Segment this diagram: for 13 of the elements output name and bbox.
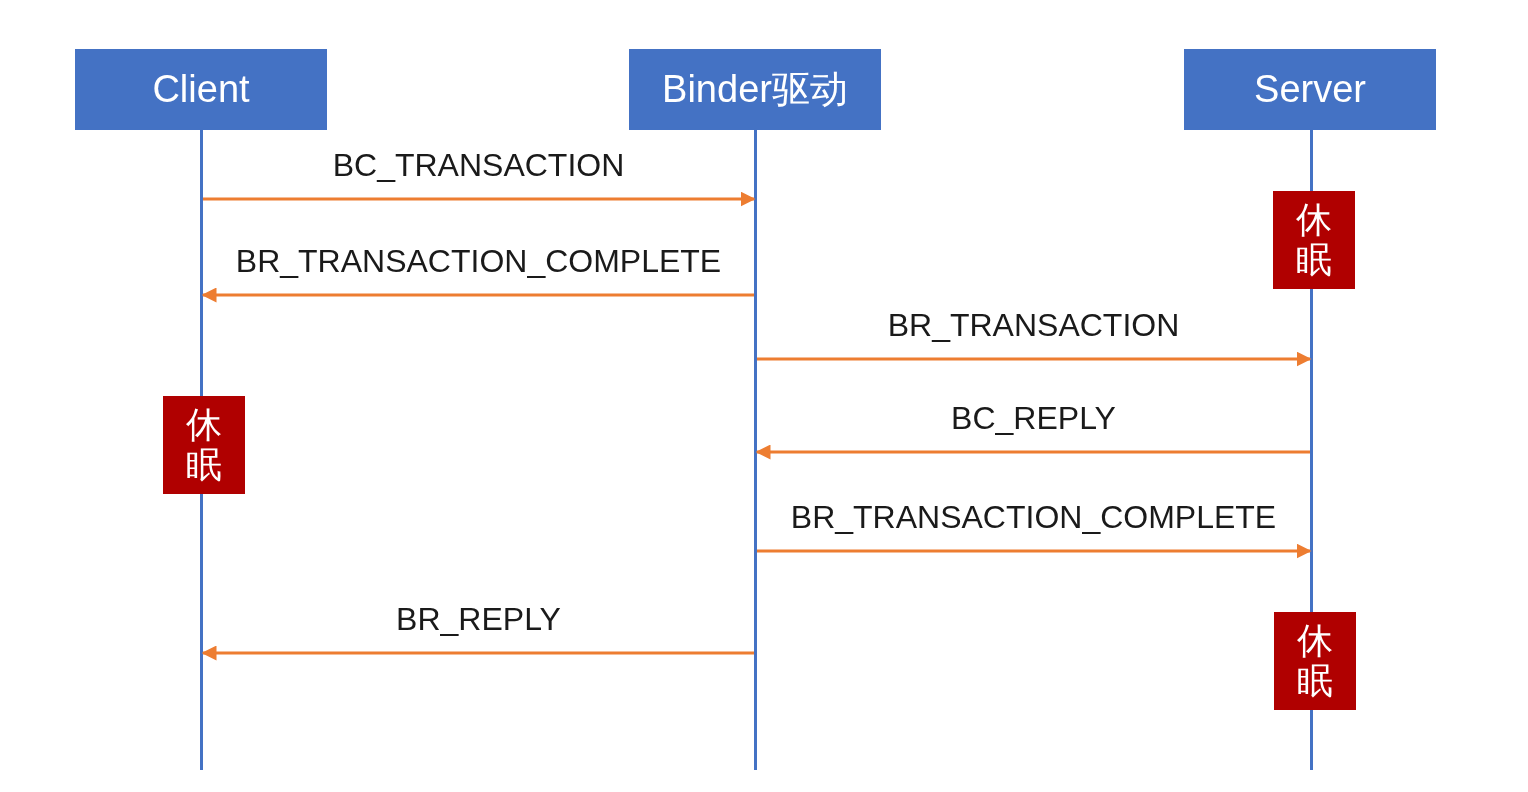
participant-box: Client: [75, 49, 327, 130]
arrow: [201, 287, 754, 303]
participant-box: Binder驱动: [629, 49, 881, 130]
arrow: [755, 444, 1310, 460]
arrow: [201, 645, 754, 661]
sleep-box: 休眠: [1273, 191, 1355, 289]
participant-box: Server: [1184, 49, 1436, 130]
arrow: [757, 543, 1312, 559]
arrow: [203, 191, 756, 207]
sleep-box: 休眠: [163, 396, 245, 494]
lifeline: [754, 130, 757, 770]
sleep-box: 休眠: [1274, 612, 1356, 710]
arrow: [757, 351, 1312, 367]
